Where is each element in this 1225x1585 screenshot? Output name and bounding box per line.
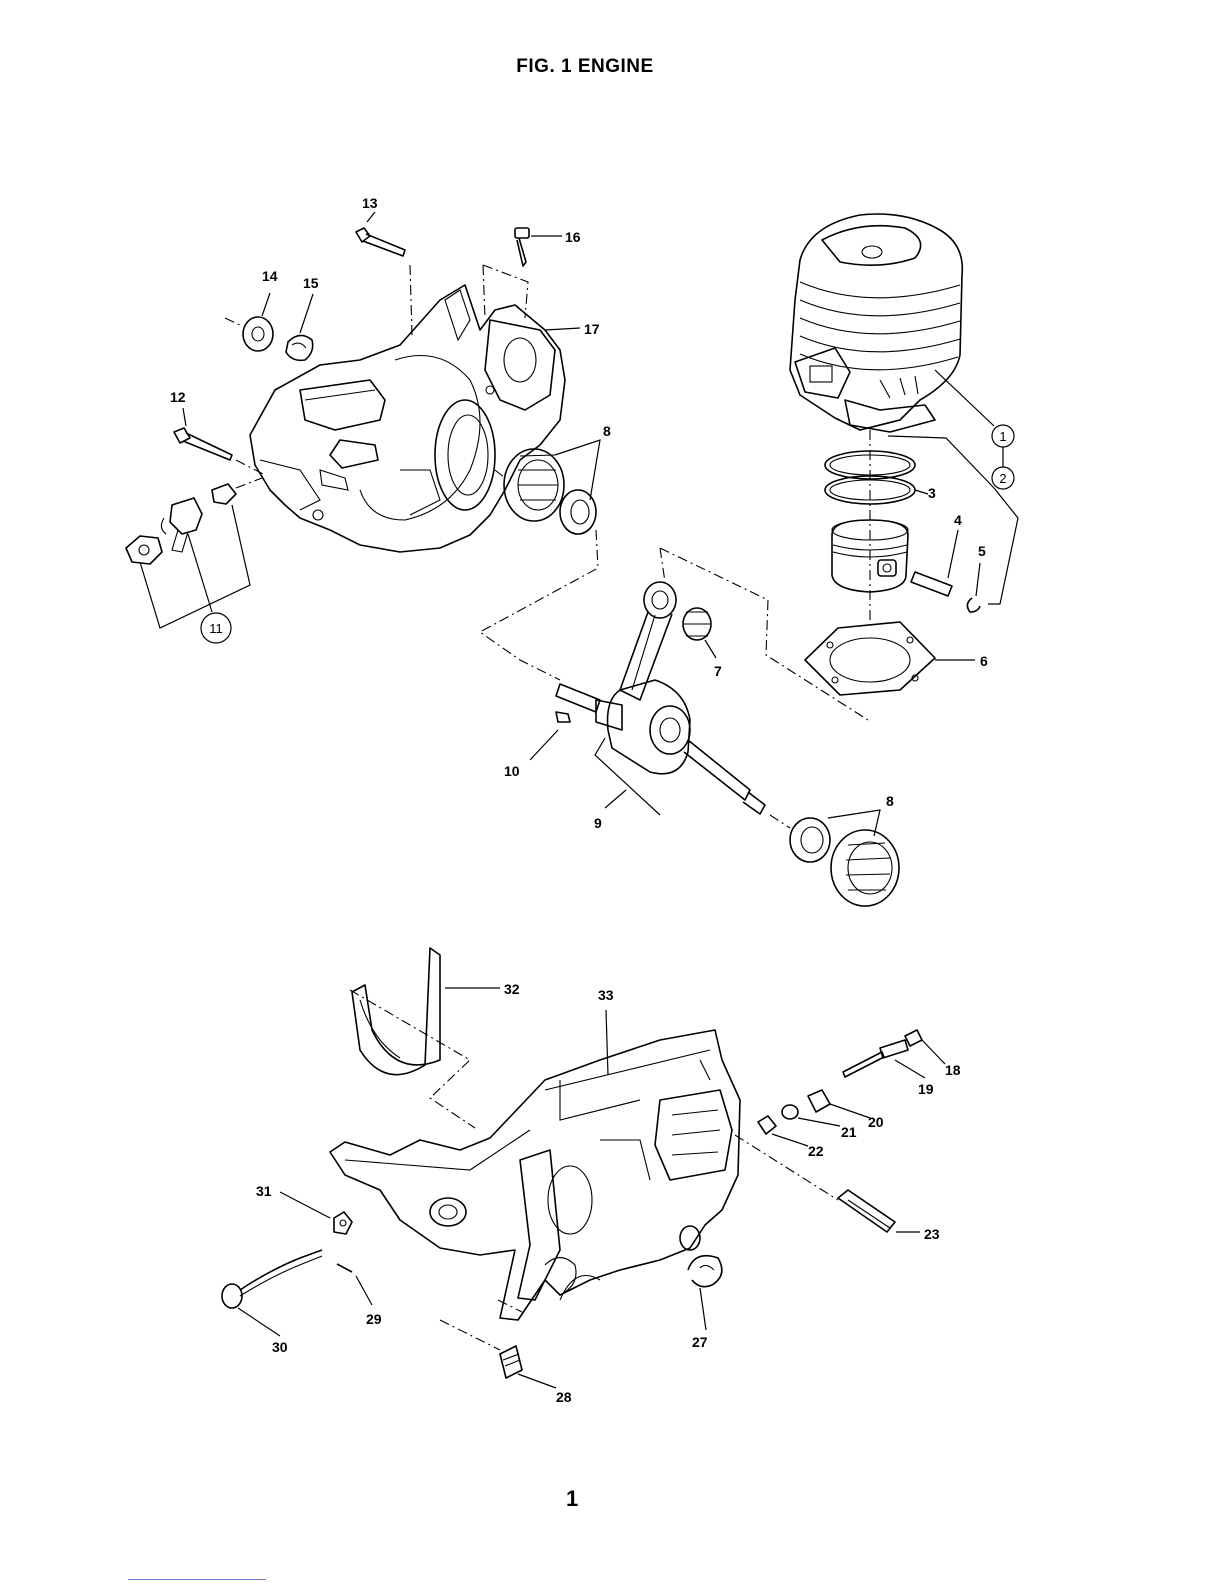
callout-27: 27	[692, 1334, 708, 1350]
rod-dash	[660, 548, 868, 720]
callout-labels: 1 2 11 3 4 5 6 7 8 8 9 10 12 13 14 15 16…	[170, 195, 1014, 1405]
callout-33: 33	[598, 987, 614, 1003]
callout-22: 22	[808, 1143, 824, 1159]
leader-17	[545, 328, 580, 330]
callout-4: 4	[954, 512, 962, 528]
callout-29: 29	[366, 1311, 382, 1327]
callout-8-lower: 8	[886, 793, 894, 809]
callout-6: 6	[980, 653, 988, 669]
callout-8-upper: 8	[603, 423, 611, 439]
cable-30	[222, 1250, 322, 1336]
pump-assembly-11	[126, 478, 262, 628]
callout-2: 2	[999, 471, 1006, 486]
callout-21: 21	[841, 1124, 857, 1140]
screw-13	[356, 212, 412, 335]
clip-27	[688, 1256, 722, 1330]
washer-14	[225, 293, 273, 351]
shaft-dash	[770, 815, 790, 828]
gasket-32	[350, 948, 500, 1128]
washer-21	[782, 1105, 840, 1126]
callout-28: 28	[556, 1389, 572, 1405]
callout-20: 20	[868, 1114, 884, 1130]
stud-23	[838, 1190, 920, 1232]
seal-15	[286, 294, 313, 360]
woodruff-key-10	[530, 712, 570, 760]
callout-23: 23	[924, 1226, 940, 1242]
bolt-18-19	[843, 1030, 945, 1078]
callout-16: 16	[565, 229, 581, 245]
piston-rings-3	[825, 451, 928, 504]
callout-7: 7	[714, 663, 722, 679]
callout-5: 5	[978, 543, 986, 559]
callout-1: 1	[999, 429, 1006, 444]
callout-19: 19	[918, 1081, 934, 1097]
callout-17: 17	[584, 321, 600, 337]
crankshaft-9	[556, 680, 765, 815]
needle-bearing-7	[683, 608, 716, 658]
circlip-5	[967, 563, 980, 612]
page-number: 1	[566, 1486, 578, 1512]
screw-16	[483, 228, 562, 318]
nut-22	[758, 1116, 808, 1146]
nut-31	[280, 1192, 352, 1234]
callout-10: 10	[504, 763, 520, 779]
callout-3: 3	[928, 485, 936, 501]
callout-9: 9	[594, 815, 602, 831]
callout-30: 30	[272, 1339, 288, 1355]
callout-18: 18	[945, 1062, 961, 1078]
callout-15: 15	[303, 275, 319, 291]
cylinder-1	[790, 214, 962, 432]
callout-13: 13	[362, 195, 378, 211]
spring-28	[440, 1300, 556, 1388]
piston-pin-4	[911, 530, 958, 596]
cylinder-gasket-6	[805, 622, 975, 695]
bearing-8-lower	[790, 810, 899, 906]
callout-12: 12	[170, 389, 186, 405]
screw-29	[337, 1264, 372, 1305]
footer-rule	[128, 1579, 266, 1580]
callout-14: 14	[262, 268, 278, 284]
bearing-8-upper	[480, 440, 600, 680]
nut-20	[808, 1090, 870, 1118]
callout-32: 32	[504, 981, 520, 997]
callout-31: 31	[256, 1183, 272, 1199]
crankcase-half	[250, 285, 565, 552]
callout-11: 11	[209, 621, 223, 636]
